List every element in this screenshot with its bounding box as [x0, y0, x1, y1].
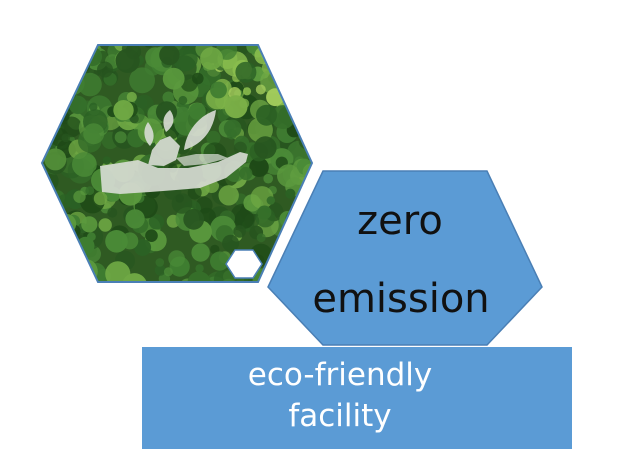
facility-label: facility [288, 398, 392, 434]
eco-friendly-label: eco-friendly [247, 357, 433, 393]
zero-emission-hexagon [267, 170, 543, 346]
eco-friendly-facility-bar [142, 347, 572, 449]
zero-label: zero [357, 198, 443, 244]
forest-hexagon-border [40, 44, 314, 283]
small-hexagon-white [225, 249, 263, 279]
hand-leaves-icon [100, 110, 248, 194]
emission-label: emission [312, 276, 490, 322]
